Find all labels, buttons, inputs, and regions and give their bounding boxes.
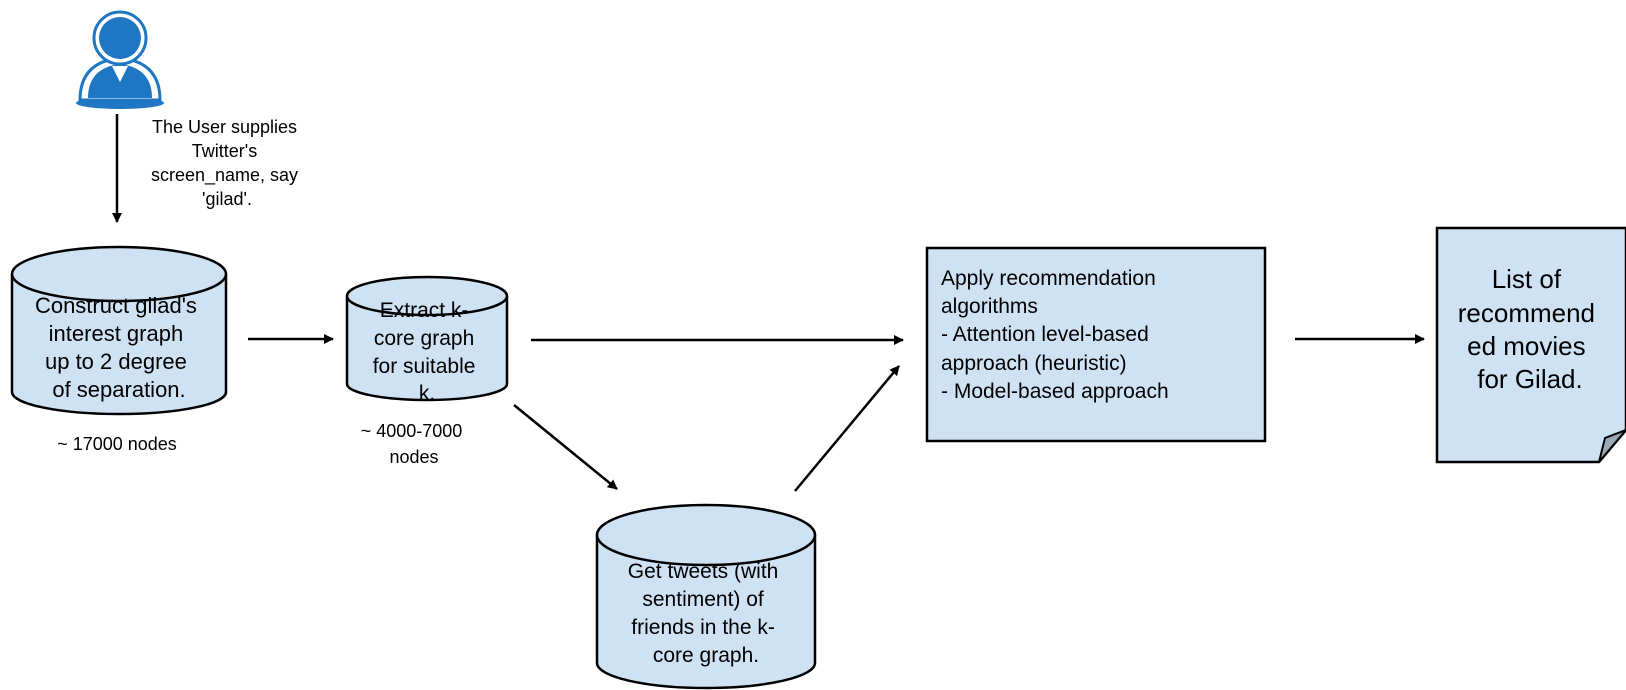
interest-graph-node: Construct gilad's interest graph up to 2…: [10, 245, 228, 416]
output-document-node: List of recommend ed movies for Gilad.: [1435, 226, 1626, 464]
interest-graph-size-note: ~ 17000 nodes: [57, 434, 177, 454]
output-label: List of recommend ed movies for Gilad.: [1458, 264, 1603, 394]
tweets-node: Get tweets (with sentiment) of friends i…: [595, 503, 817, 690]
recommend-label: Apply recommendation algorithms - Attent…: [941, 267, 1169, 403]
kcore-node: Extract k- core graph for suitable k.: [345, 275, 509, 405]
kcore-size-note: ~ 4000-7000 nodes: [361, 421, 468, 467]
interest-graph-label: Construct gilad's interest graph up to 2…: [35, 293, 203, 402]
edge-tweets-to-recommend: [794, 365, 900, 492]
edge-kcore-to-tweets: [513, 404, 618, 490]
tweets-label: Get tweets (with sentiment) of friends i…: [628, 560, 784, 667]
recommend-node: Apply recommendation algorithms - Attent…: [925, 246, 1267, 443]
user-icon: [76, 10, 164, 109]
kcore-label: Extract k- core graph for suitable k.: [373, 299, 482, 405]
user-caption: The User supplies Twitter's screen_name,…: [151, 117, 303, 209]
